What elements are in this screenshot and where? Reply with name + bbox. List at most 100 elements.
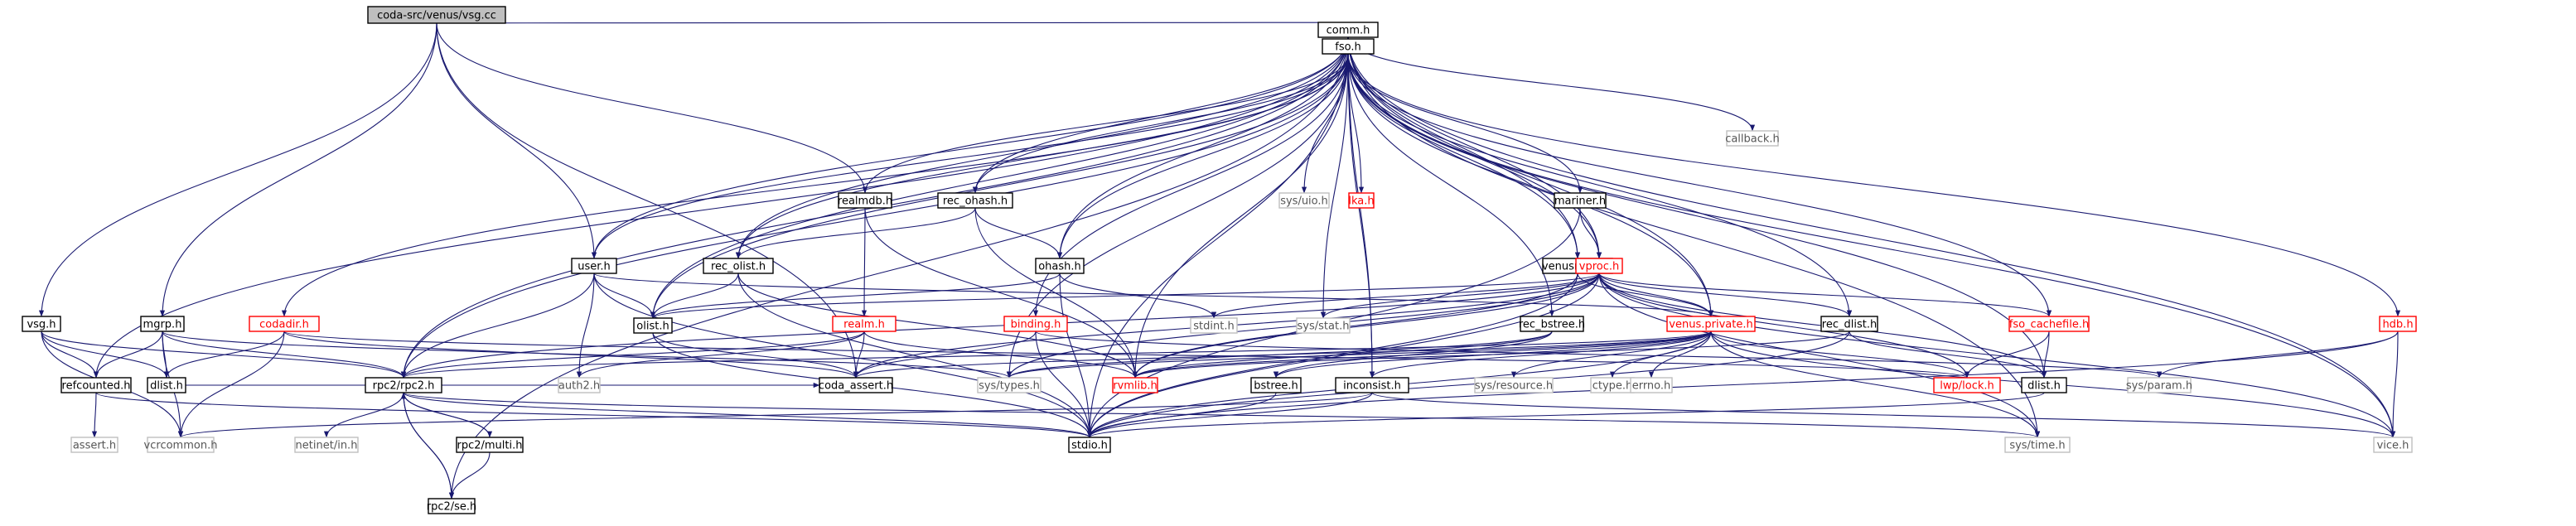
node-rec_dlist-label: rec_dlist.h xyxy=(1822,319,1877,331)
node-fso-label: fso.h xyxy=(1335,41,1360,54)
node-rec_ohash[interactable]: rec_ohash.h xyxy=(937,192,1013,209)
node-root[interactable]: coda-src/venus/vsg.cc xyxy=(367,6,506,24)
edge-fso-to-rec_bstree xyxy=(1347,53,1555,317)
node-stdio[interactable]: stdio.h xyxy=(1068,437,1111,453)
node-realmdb[interactable]: realmdb.h xyxy=(838,192,892,209)
node-user[interactable]: user.h xyxy=(571,258,617,274)
edge-se-to-rpc2 xyxy=(400,392,452,499)
edge-refcounted-to-stdio xyxy=(95,392,1092,438)
edge-root-to-vsg xyxy=(38,22,437,317)
edge-vproc-to-sysstat xyxy=(1321,273,1600,319)
node-inconsist-box xyxy=(1335,377,1409,393)
node-rpc2-box xyxy=(365,377,442,393)
node-rpc2[interactable]: rpc2/rpc2.h xyxy=(365,377,442,393)
edge-vproc-to-lwplock xyxy=(1598,273,1970,379)
node-se[interactable]: rpc2/se.h xyxy=(427,498,477,514)
node-auth2-label: auth2.h xyxy=(558,380,600,393)
edge-vproc-to-olist xyxy=(650,273,1600,319)
node-errno-label: errno.h xyxy=(1632,380,1671,393)
node-sysstat-box xyxy=(1296,317,1351,334)
edge-codadir-to-vcrcommon xyxy=(177,331,285,438)
node-user-label: user.h xyxy=(578,261,611,273)
node-refcounted[interactable]: refcounted.h xyxy=(60,377,132,393)
node-coda_assert[interactable]: coda_assert.h xyxy=(819,377,893,393)
node-rvmlib-label: rvmlib.h xyxy=(1113,380,1158,393)
node-assert-box xyxy=(70,437,118,453)
node-hdb[interactable]: hdb.h xyxy=(2379,316,2417,332)
node-multi[interactable]: rpc2/multi.h xyxy=(456,437,524,453)
node-olist[interactable]: olist.h xyxy=(633,317,673,334)
node-comm[interactable]: comm.h xyxy=(1317,22,1379,38)
edge-vproc-to-rpc2 xyxy=(401,273,1600,379)
node-inconsist[interactable]: inconsist.h xyxy=(1335,377,1409,393)
edge-comm-to-systime xyxy=(1347,36,2041,438)
node-realm-box xyxy=(832,316,897,332)
edge-user-to-auth2 xyxy=(576,273,595,379)
node-venus_private[interactable]: venus.private.h xyxy=(1666,316,1756,332)
edge-realm-to-auth2 xyxy=(577,331,865,379)
node-fso_cachefile[interactable]: fso_cachefile.h xyxy=(2008,316,2090,332)
edge-comm-to-venusrecov xyxy=(1347,36,1581,259)
node-vice: vice.h xyxy=(2373,437,2413,453)
node-dlist2[interactable]: dlist.h xyxy=(2021,377,2067,393)
node-ohash[interactable]: ohash.h xyxy=(1035,258,1085,274)
edge-vproc-to-systime xyxy=(1598,273,2041,438)
node-lwplock[interactable]: lwp/lock.h xyxy=(1933,377,2001,393)
edge-fso-to-mariner xyxy=(1347,53,1583,194)
node-binding-label: binding.h xyxy=(1011,319,1061,331)
edge-vproc-to-vice xyxy=(1598,273,2396,438)
edge-user-to-stdio xyxy=(593,273,1093,438)
edge-vsg-to-refcounted xyxy=(41,331,99,379)
node-refcounted-box xyxy=(60,377,132,393)
edge-comm-to-ohash xyxy=(1056,36,1349,259)
node-fso_cachefile-box xyxy=(2008,316,2090,332)
node-rec_bstree[interactable]: rec_bstree.h xyxy=(1519,316,1585,332)
edge-vsg-to-dlist xyxy=(41,331,170,379)
edge-fso-to-dlist2 xyxy=(1347,53,2047,379)
edge-root-to-comm xyxy=(436,22,1349,27)
node-mariner[interactable]: mariner.h xyxy=(1554,192,1607,209)
edge-ohash-to-olist xyxy=(650,273,1061,319)
node-vsg-label: vsg.h xyxy=(27,319,56,331)
edge-inconsist-to-vcrcommon xyxy=(178,392,1373,438)
edge-comm-to-rec_olist xyxy=(735,36,1349,259)
edge-multi-to-rpc2 xyxy=(400,392,491,438)
edge-rpc2-to-systime xyxy=(403,392,2040,438)
node-mgrp[interactable]: mgrp.h xyxy=(140,316,185,332)
node-fso[interactable]: fso.h xyxy=(1322,38,1375,55)
node-bstree[interactable]: bstree.h xyxy=(1250,377,1302,393)
node-auth2: auth2.h xyxy=(558,377,601,393)
node-vcrcommon-box xyxy=(147,437,215,453)
node-codadir[interactable]: codadir.h xyxy=(249,316,320,332)
node-multi-label: rpc2/multi.h xyxy=(457,440,523,452)
node-se-label: rpc2/se.h xyxy=(427,501,477,514)
node-se-box xyxy=(428,498,476,514)
node-errno: errno.h xyxy=(1630,377,1673,393)
node-binding[interactable]: binding.h xyxy=(1003,316,1068,332)
node-assert-label: assert.h xyxy=(73,440,116,452)
node-lka-label: lka.h xyxy=(1348,195,1374,208)
edge-hdb-to-vice xyxy=(2390,331,2399,438)
edge-fso-to-venusrecov xyxy=(1347,53,1581,259)
edge-root-to-mgrp xyxy=(159,22,437,317)
edge-venus_private-to-rvmlib xyxy=(1133,331,1712,379)
edge-rec_bstree-to-rvmlib xyxy=(1133,331,1553,379)
edge-realmdb-to-rvmlib xyxy=(864,207,1138,379)
edge-fso-to-ohash xyxy=(1056,53,1349,259)
node-lka[interactable]: lka.h xyxy=(1348,192,1375,209)
edge-root-to-realmdb xyxy=(436,22,868,194)
node-vsg[interactable]: vsg.h xyxy=(22,316,61,332)
node-rec_dlist[interactable]: rec_dlist.h xyxy=(1820,316,1878,332)
edge-user-to-olist xyxy=(593,273,656,319)
node-vproc[interactable]: vproc.h xyxy=(1575,258,1623,274)
node-hdb-box xyxy=(2379,316,2417,332)
edge-mgrp-to-refcounted xyxy=(93,331,163,379)
node-dlist[interactable]: dlist.h xyxy=(147,377,186,393)
node-rvmlib[interactable]: rvmlib.h xyxy=(1112,377,1158,393)
node-codadir-label: codadir.h xyxy=(259,319,309,331)
edge-fso-to-rec_dlist xyxy=(1347,53,1853,317)
node-rec_olist[interactable]: rec_olist.h xyxy=(703,258,774,274)
node-realm[interactable]: realm.h xyxy=(832,316,897,332)
node-coda_assert-box xyxy=(819,377,893,393)
node-rec_ohash-box xyxy=(937,192,1013,209)
